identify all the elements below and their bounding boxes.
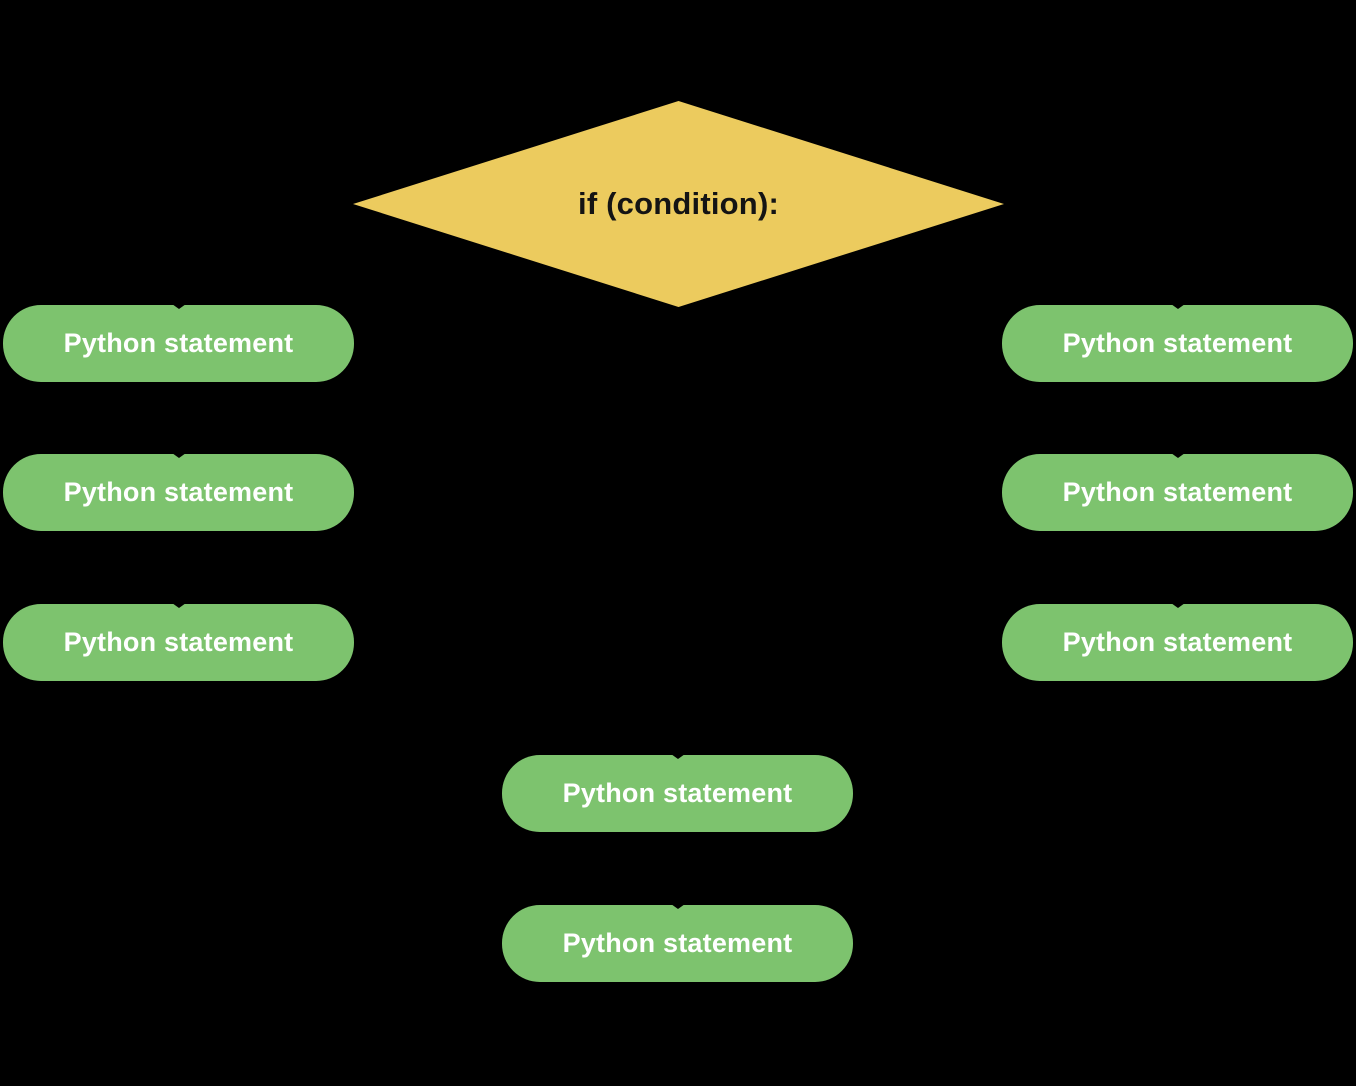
statement-label: Python statement	[63, 627, 294, 657]
statement-label: Python statement	[1062, 328, 1293, 358]
statement-node-left-3: Python statement	[3, 604, 354, 681]
statement-label: Python statement	[1062, 477, 1293, 507]
statement-label: Python statement	[63, 328, 294, 358]
statement-label: Python statement	[1062, 627, 1293, 657]
statement-node-merged-1: Python statement	[502, 755, 853, 832]
condition-diamond-node: if (condition):	[353, 101, 1004, 307]
statement-node-right-3: Python statement	[1002, 604, 1353, 681]
statement-node-right-2: Python statement	[1002, 454, 1353, 531]
statement-node-right-1: Python statement	[1002, 305, 1353, 382]
statement-node-merged-2: Python statement	[502, 905, 853, 982]
statement-node-left-1: Python statement	[3, 305, 354, 382]
statement-label: Python statement	[63, 477, 294, 507]
condition-label: if (condition):	[578, 186, 779, 221]
statement-label: Python statement	[562, 778, 793, 808]
statement-label: Python statement	[562, 928, 793, 958]
statement-node-left-2: Python statement	[3, 454, 354, 531]
